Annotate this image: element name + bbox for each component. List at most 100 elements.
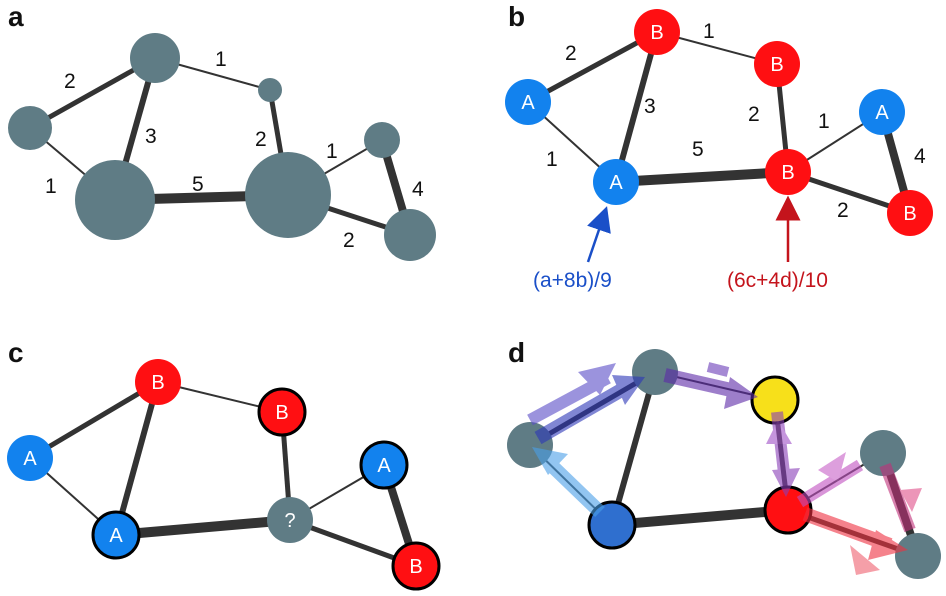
panel-b-nodes: A B B A A B B [505, 9, 933, 236]
edge-weight: 5 [192, 173, 204, 196]
node [895, 533, 941, 579]
node-class-a [593, 159, 639, 205]
node-label: B [409, 556, 422, 578]
walk-arrow-head [532, 447, 568, 475]
edge [609, 371, 658, 526]
edge [28, 379, 160, 461]
edge-weight: 1 [818, 110, 830, 133]
panel-d-nodes [507, 349, 941, 579]
walk-arrow [796, 459, 864, 508]
walk-arrow-head [766, 420, 792, 444]
edge-weight: 1 [326, 140, 338, 163]
walk-arrow-head [578, 363, 616, 395]
walk-arrow-head [724, 377, 758, 409]
node-class-b [135, 359, 181, 405]
walk-arrow-head [850, 545, 880, 575]
panel-a-weights: 1 2 3 2 1 5 4 2 1 [45, 48, 424, 252]
node [632, 349, 678, 395]
panel-b-weights: 2 1 3 2 1 1 5 4 2 [546, 20, 926, 222]
panel-c-nodes: A B B A A ? B [7, 359, 441, 591]
edge-weight: 2 [565, 42, 577, 65]
walk-arrow-head [868, 530, 908, 560]
panel-d: d [507, 337, 941, 579]
node-label: A [23, 448, 37, 470]
node-label: B [151, 372, 164, 394]
walk-arrow-head [612, 375, 645, 405]
panel-b-annotations: (a+8b)/9 (6c+4d)/10 [533, 195, 828, 292]
panel-b: b A B B A A B B [505, 1, 933, 292]
edge-weight: 2 [255, 128, 267, 151]
node-class-b-labeled [391, 541, 441, 591]
node-class-b-labeled [257, 387, 307, 437]
node [364, 122, 400, 158]
node-class-b [634, 9, 680, 55]
node [245, 152, 331, 238]
node-label: A [875, 102, 889, 124]
panel-a: a 1 2 3 2 1 5 4 [8, 1, 436, 261]
node-label: A [377, 455, 391, 477]
node-label: B [903, 203, 916, 225]
walk-arrow [663, 368, 742, 399]
node-label: B [275, 402, 288, 424]
node-class-a-labeled [91, 510, 141, 560]
edge-weight: 2 [837, 199, 849, 222]
edge [526, 29, 659, 105]
walk-arrow [543, 456, 605, 518]
panel-b-edges [526, 29, 914, 216]
panel-c: c A B B A A ? B [7, 337, 441, 591]
node-class-a-labeled [359, 440, 409, 490]
panel-c-edges [28, 379, 420, 569]
edge-weight: 5 [692, 138, 704, 161]
node-class-a [505, 79, 551, 125]
edge-weight: 3 [644, 95, 656, 118]
node-start [587, 500, 637, 550]
edge [613, 31, 660, 183]
walk-arrow [706, 362, 730, 377]
walk-arrow-head [900, 488, 922, 512]
node [130, 33, 180, 83]
node-label: B [650, 22, 663, 44]
edge [115, 515, 291, 540]
walk-arrow [534, 381, 629, 445]
node-class-b [887, 190, 933, 236]
node-label: A [109, 525, 123, 547]
edge-weight: 1 [546, 148, 558, 171]
node-label: ? [284, 510, 295, 532]
panel-a-nodes [8, 33, 436, 261]
edge [611, 505, 789, 530]
edge-weight: 4 [412, 178, 424, 201]
edge [615, 167, 789, 187]
walk-arrow-head [818, 452, 846, 482]
node-class-b [765, 149, 811, 195]
node-unknown [267, 497, 313, 543]
formula-red: (6c+4d)/10 [727, 269, 828, 292]
formula-blue: (a+8b)/9 [533, 269, 612, 292]
edge-weight: 1 [703, 20, 715, 43]
node-class-a [859, 89, 905, 135]
edge [113, 381, 161, 536]
node [860, 430, 906, 476]
node [8, 106, 52, 150]
panel-a-label: a [8, 1, 24, 32]
edge-weight: 2 [64, 70, 76, 93]
edge-weight: 3 [145, 125, 157, 148]
blue-arrow [586, 206, 611, 263]
node-class-b [754, 41, 800, 87]
node-label: A [609, 172, 623, 194]
node-class-a [7, 435, 53, 481]
panel-d-label: d [508, 337, 525, 368]
node-label: B [781, 162, 794, 184]
node-label: A [521, 92, 535, 114]
edge-weight: 1 [215, 48, 227, 71]
walk-arrow-head [772, 468, 800, 497]
edge-weight: 2 [748, 103, 760, 126]
panel-d-walk-arrows [527, 362, 922, 575]
node [75, 160, 155, 240]
node-label: B [770, 54, 783, 76]
edge-weight: 4 [914, 145, 926, 168]
node [258, 78, 282, 102]
panel-b-label: b [508, 1, 525, 32]
walk-arrow [879, 462, 916, 533]
edge-weight: 2 [343, 229, 355, 252]
